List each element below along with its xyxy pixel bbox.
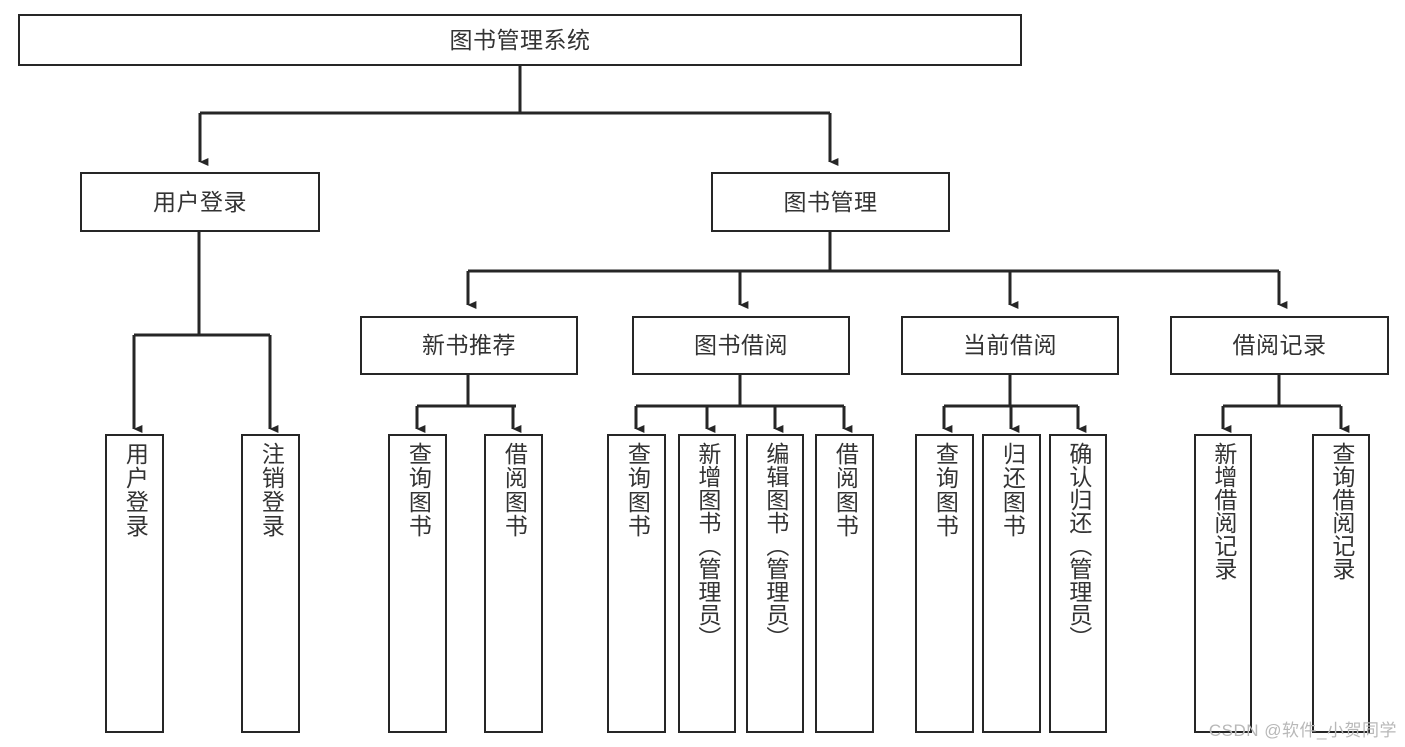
node-current-borrow[interactable]: 当前借阅 bbox=[901, 316, 1119, 375]
csdn-watermark: CSDN @软件_小贺同学 bbox=[1208, 721, 1397, 740]
node-leaf-borrow-book-2-label: 借阅图书 bbox=[832, 442, 859, 538]
node-book-manage-label: 图书管理 bbox=[783, 188, 878, 215]
node-leaf-edit-book-label: 编辑图书（管理员） bbox=[762, 442, 789, 649]
node-root[interactable]: 图书管理系统 bbox=[18, 14, 1022, 66]
node-root-label: 图书管理系统 bbox=[449, 26, 591, 53]
node-leaf-confirm-return[interactable]: 确认归还（管理员） bbox=[1049, 434, 1107, 733]
node-leaf-borrow-book-2[interactable]: 借阅图书 bbox=[815, 434, 874, 733]
node-leaf-query-record-label: 查询借阅记录 bbox=[1328, 442, 1355, 580]
node-leaf-borrow-book-1-label: 借阅图书 bbox=[501, 442, 528, 538]
node-leaf-confirm-return-label: 确认归还（管理员） bbox=[1065, 442, 1092, 649]
node-leaf-edit-book[interactable]: 编辑图书（管理员） bbox=[746, 434, 804, 733]
node-borrow-record[interactable]: 借阅记录 bbox=[1170, 316, 1389, 375]
node-leaf-add-record[interactable]: 新增借阅记录 bbox=[1194, 434, 1252, 733]
node-leaf-query-book-2[interactable]: 查询图书 bbox=[607, 434, 666, 733]
node-leaf-query-book-3[interactable]: 查询图书 bbox=[915, 434, 974, 733]
node-current-borrow-label: 当前借阅 bbox=[963, 332, 1057, 358]
node-new-book-recommend[interactable]: 新书推荐 bbox=[360, 316, 578, 375]
node-leaf-query-book-2-label: 查询图书 bbox=[624, 442, 651, 538]
node-leaf-add-record-label: 新增借阅记录 bbox=[1210, 442, 1237, 580]
node-leaf-add-book-label: 新增图书（管理员） bbox=[694, 442, 721, 649]
node-book-borrow[interactable]: 图书借阅 bbox=[632, 316, 850, 375]
node-leaf-user-logout-label: 注销登录 bbox=[258, 442, 285, 538]
node-leaf-query-book-1-label: 查询图书 bbox=[405, 442, 432, 538]
node-user-login[interactable]: 用户登录 bbox=[80, 172, 320, 232]
node-leaf-user-login[interactable]: 用户登录 bbox=[105, 434, 164, 733]
node-new-book-recommend-label: 新书推荐 bbox=[422, 332, 516, 358]
node-book-borrow-label: 图书借阅 bbox=[694, 332, 788, 358]
node-leaf-borrow-book-1[interactable]: 借阅图书 bbox=[484, 434, 543, 733]
node-leaf-user-logout[interactable]: 注销登录 bbox=[241, 434, 300, 733]
node-leaf-return-book[interactable]: 归还图书 bbox=[982, 434, 1041, 733]
node-leaf-return-book-label: 归还图书 bbox=[999, 442, 1026, 538]
node-borrow-record-label: 借阅记录 bbox=[1232, 332, 1327, 358]
node-leaf-query-book-3-label: 查询图书 bbox=[932, 442, 959, 538]
node-user-login-label: 用户登录 bbox=[153, 188, 247, 215]
node-book-manage[interactable]: 图书管理 bbox=[711, 172, 950, 232]
node-leaf-user-login-label: 用户登录 bbox=[122, 442, 149, 538]
node-leaf-query-record[interactable]: 查询借阅记录 bbox=[1312, 434, 1370, 733]
node-leaf-add-book[interactable]: 新增图书（管理员） bbox=[678, 434, 736, 733]
node-leaf-query-book-1[interactable]: 查询图书 bbox=[388, 434, 447, 733]
